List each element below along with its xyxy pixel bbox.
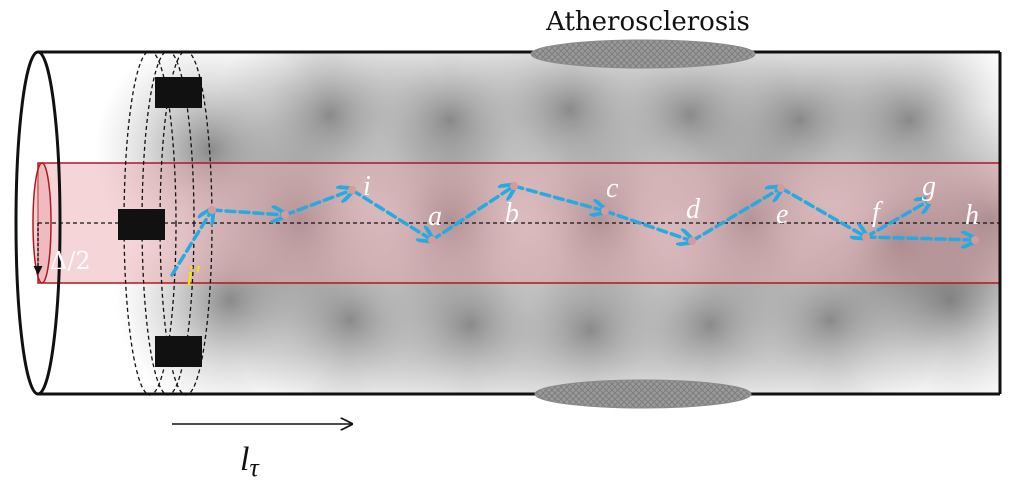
point-labels: i a b c d e f gh bbox=[363, 171, 979, 232]
walk-step bbox=[512, 184, 605, 211]
point-label-e: e bbox=[776, 199, 788, 230]
point-label-a: a bbox=[428, 201, 442, 232]
walk-point-marker bbox=[208, 206, 216, 214]
point-label-g: g bbox=[922, 171, 936, 202]
walk-point-marker-d bbox=[688, 237, 696, 245]
delta-label: Δ/2 bbox=[50, 247, 91, 275]
walk-point-marker bbox=[281, 211, 289, 219]
propagation-label: lτ bbox=[240, 441, 260, 482]
walk-point-marker-e bbox=[777, 184, 785, 192]
walk-step bbox=[430, 186, 514, 242]
atherosclerosis-label: Atherosclerosis bbox=[545, 7, 750, 37]
walk-step bbox=[779, 186, 866, 237]
point-label-c: c bbox=[606, 173, 619, 204]
walk-step bbox=[283, 190, 352, 217]
walk-step bbox=[864, 200, 930, 239]
lumen bbox=[37, 162, 1001, 284]
walk-point-marker-f bbox=[862, 233, 870, 241]
walk-point-marker-g bbox=[926, 196, 934, 204]
walk-point-marker-c bbox=[601, 207, 609, 215]
point-label-h: h bbox=[965, 200, 979, 231]
walk-step bbox=[210, 210, 285, 215]
radius-arrow-icon bbox=[33, 265, 43, 276]
sensor-block-middle bbox=[118, 209, 165, 240]
walk-point-marker-b bbox=[510, 182, 518, 190]
sensor-block-top bbox=[155, 77, 202, 108]
propagation-label-base: l bbox=[240, 441, 249, 478]
point-label-i: i bbox=[363, 171, 371, 202]
random-walk-path bbox=[170, 184, 975, 277]
propagation-label-sub: τ bbox=[249, 453, 260, 482]
walk-points bbox=[208, 182, 979, 245]
walk-point-marker-h bbox=[971, 236, 979, 244]
walk-point-marker-i bbox=[348, 186, 356, 194]
point-label-d: d bbox=[686, 194, 701, 225]
walk-point-marker-a bbox=[428, 236, 436, 244]
walk-step bbox=[350, 188, 432, 240]
walk-step bbox=[864, 237, 975, 240]
point-label-f: f bbox=[872, 197, 883, 228]
sensor-block-bottom bbox=[155, 336, 202, 367]
start-point-label: i′ bbox=[186, 261, 201, 292]
plaque-top bbox=[530, 39, 756, 69]
walk-step bbox=[690, 188, 781, 243]
plaque-bottom bbox=[534, 379, 752, 409]
walk-step bbox=[603, 209, 692, 241]
point-label-b: b bbox=[505, 198, 519, 229]
walk-step bbox=[170, 210, 212, 277]
